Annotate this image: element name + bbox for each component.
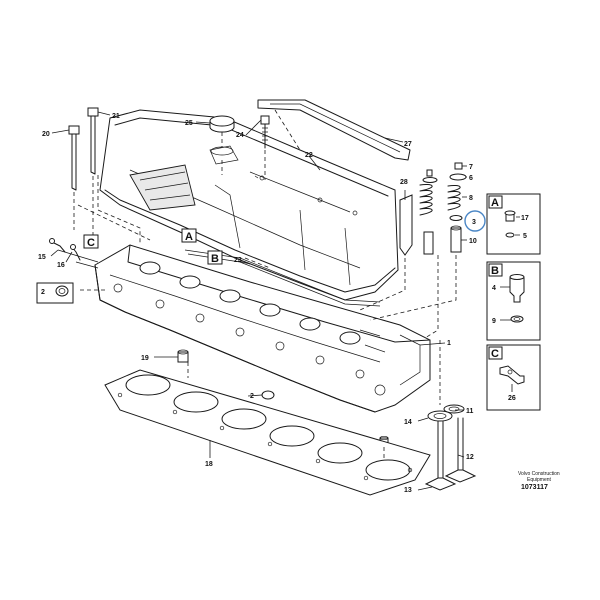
callout-23: 23 bbox=[234, 257, 242, 264]
callout-16: 16 bbox=[57, 262, 65, 269]
callout-2: 2 bbox=[250, 393, 254, 400]
marker-c: C bbox=[87, 237, 95, 249]
callout-5: 5 bbox=[523, 233, 527, 240]
callout-22: 22 bbox=[305, 152, 313, 159]
document-number: 1073117 bbox=[521, 484, 548, 491]
callout-21: 21 bbox=[112, 113, 120, 120]
callout-17: 17 bbox=[521, 215, 529, 222]
callout-20: 20 bbox=[42, 131, 50, 138]
leader-lines bbox=[50, 111, 467, 491]
plug-parts bbox=[55, 285, 275, 400]
callout-6: 6 bbox=[469, 175, 473, 182]
brand-line-2: Equipment bbox=[527, 477, 552, 483]
callout-2-boxed: 2 bbox=[41, 289, 45, 296]
valves bbox=[424, 404, 477, 491]
footer-info: Volvo Construction Equipment 1073117 bbox=[518, 471, 560, 491]
callout-26: 26 bbox=[508, 395, 516, 402]
callout-19: 19 bbox=[141, 355, 149, 362]
callout-14: 14 bbox=[404, 419, 412, 426]
valve-spring-stack bbox=[447, 162, 467, 253]
brand-line-1: Volvo Construction bbox=[518, 471, 560, 477]
callout-28: 28 bbox=[400, 179, 408, 186]
assembly-lines bbox=[77, 109, 457, 460]
callout-3: 3 bbox=[472, 219, 476, 226]
callout-24: 24 bbox=[236, 132, 244, 139]
callout-8: 8 bbox=[469, 195, 473, 202]
detail-c-label: C bbox=[491, 348, 499, 360]
port-openings bbox=[113, 283, 386, 396]
long-bolts bbox=[68, 107, 99, 240]
detail-b-label: B bbox=[491, 265, 499, 277]
detail-markers-main: C A B bbox=[36, 228, 223, 304]
callout-9: 9 bbox=[492, 318, 496, 325]
callout-13: 13 bbox=[404, 487, 412, 494]
oil-filler-cap bbox=[209, 115, 235, 156]
detail-box-c: C 26 bbox=[486, 344, 541, 411]
callout-7: 7 bbox=[469, 164, 473, 171]
callout-18: 18 bbox=[205, 461, 213, 468]
marker-a: A bbox=[185, 231, 193, 243]
callout-4: 4 bbox=[492, 285, 496, 292]
highlight-circle bbox=[464, 210, 486, 232]
callout-15: 15 bbox=[38, 254, 46, 261]
studs bbox=[49, 238, 81, 261]
cover-rail bbox=[257, 99, 411, 161]
detail-box-a: A 17 5 bbox=[486, 193, 541, 255]
marker-b: B bbox=[211, 253, 219, 265]
detail-box-b: B 4 9 bbox=[486, 261, 541, 341]
valve-guide-stack bbox=[399, 169, 438, 256]
callout-1: 1 bbox=[447, 340, 451, 347]
callout-11: 11 bbox=[466, 408, 474, 415]
cam-towers bbox=[139, 261, 361, 345]
callout-12: 12 bbox=[466, 454, 474, 461]
head-gasket bbox=[104, 369, 431, 496]
cylinder-head bbox=[94, 244, 431, 413]
callout-27: 27 bbox=[404, 141, 412, 148]
callout-10: 10 bbox=[469, 238, 477, 245]
valve-cover bbox=[99, 109, 399, 301]
callout-25: 25 bbox=[185, 120, 193, 127]
detail-a-label: A bbox=[491, 197, 499, 209]
callout-numbers: 1 2 2 3 7 6 8 10 11 12 13 14 15 16 18 19… bbox=[38, 113, 477, 494]
